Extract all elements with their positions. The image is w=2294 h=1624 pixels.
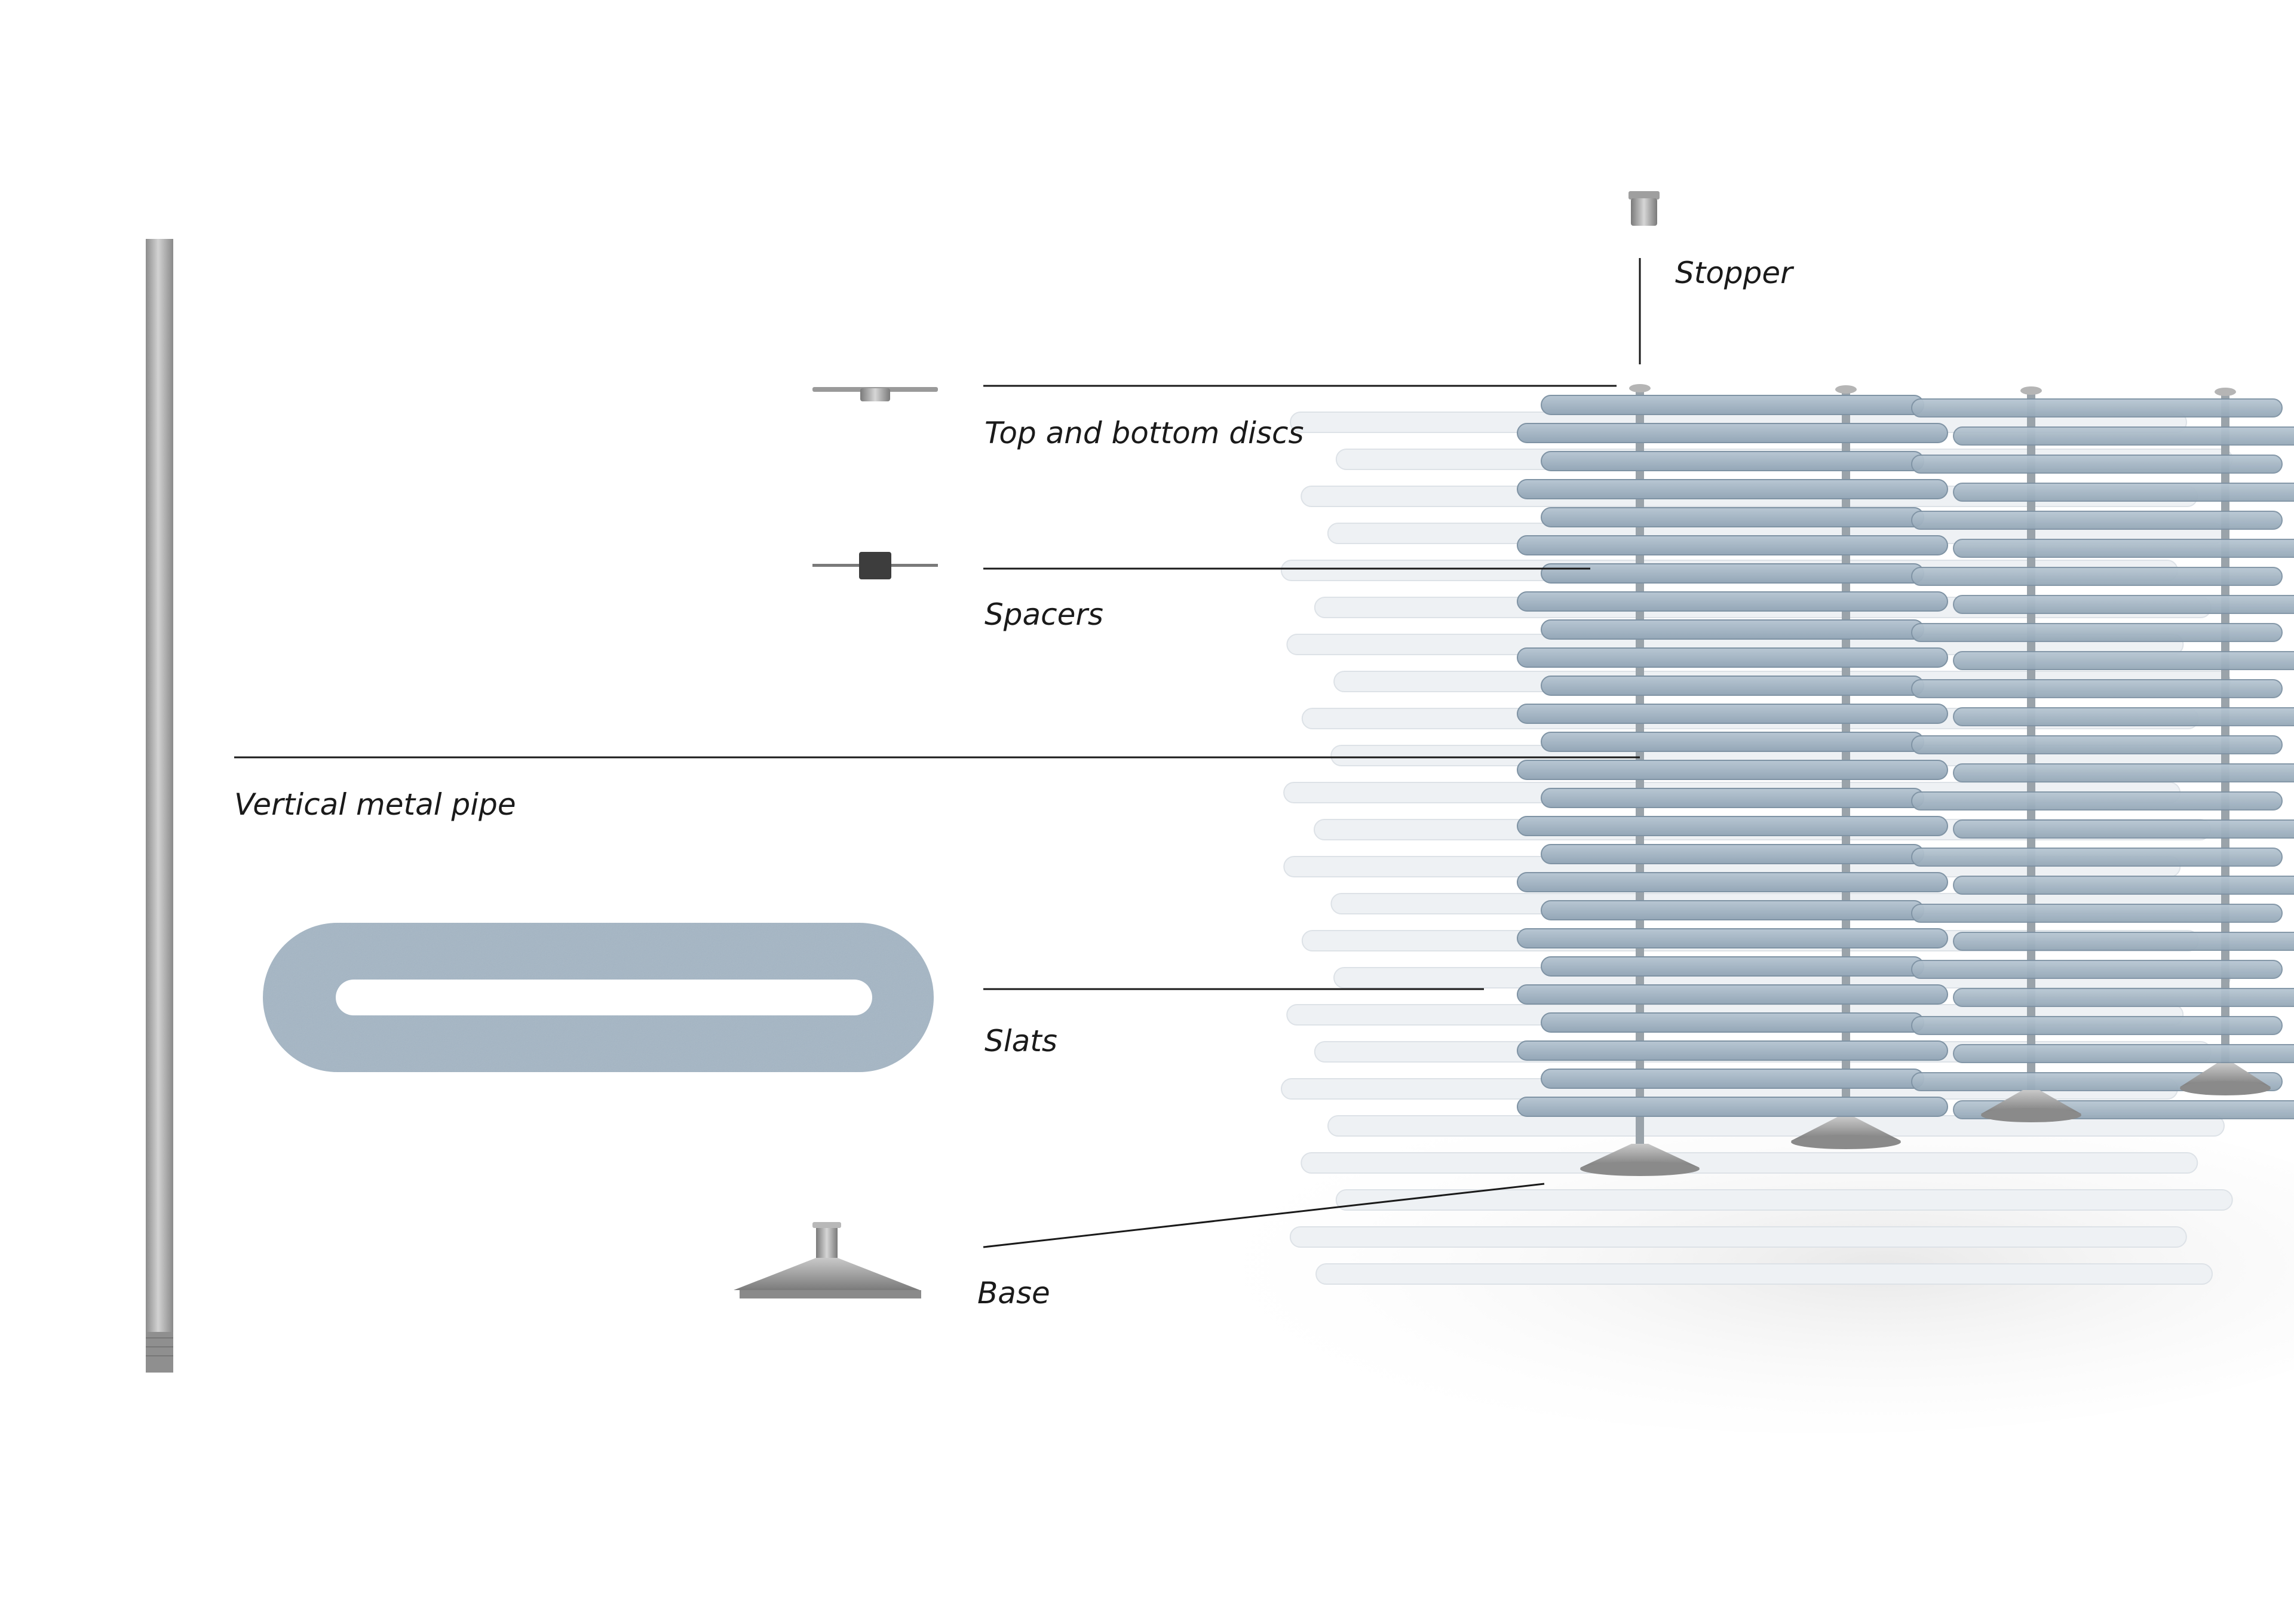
label-pipe: Vertical metal pipe (234, 787, 516, 822)
label-spacers: Spacers (985, 597, 1103, 632)
assembly-front-slat (1953, 595, 2294, 614)
assembly-front-slat (1541, 900, 1924, 920)
vertical-pipe-part (146, 239, 173, 1373)
base-leader-line (983, 1183, 1545, 1248)
label-stopper: Stopper (1675, 256, 1793, 290)
assembly-front-slat (1517, 647, 1948, 668)
assembly-front-slat (1517, 1097, 1948, 1117)
assembly-front-slat (1541, 676, 1924, 696)
assembly-front-slat (1517, 928, 1948, 948)
assembly-front-slat (1541, 451, 1924, 471)
assembly-front-slat (1953, 483, 2294, 502)
slat-part (263, 923, 934, 1072)
assembly-front-slat (1517, 760, 1948, 780)
leader-lines (234, 258, 1641, 1248)
assembly-pipe (2221, 392, 2229, 1072)
label-base: Base (977, 1276, 1050, 1310)
assembly-front-slat (1911, 1016, 2283, 1035)
assembly-disc-top (2020, 386, 2042, 395)
assembly-front-slat (1911, 904, 2283, 923)
assembly-base (2180, 1063, 2271, 1087)
spacer-part (812, 552, 938, 579)
assembly-front-slat (1541, 956, 1924, 977)
assembly-front-slat (1517, 816, 1948, 836)
assembly-front-slat (1541, 395, 1924, 415)
assembly-front-slat (1911, 623, 2283, 642)
assembly-front-slat (1953, 988, 2294, 1007)
assembly-front-slat (1953, 651, 2294, 670)
assembly-disc-top (1835, 385, 1857, 394)
assembly-front-slat (1541, 563, 1924, 584)
assembly-front-slat (1953, 1044, 2294, 1063)
assembly-front-slat (1911, 735, 2283, 754)
assembly-front-slat (1953, 876, 2294, 895)
assembly-front-slat (1517, 872, 1948, 892)
assembly-front-slat (1911, 567, 2283, 586)
assembly-front-slat (1517, 984, 1948, 1005)
assembly-front-slat (1541, 1012, 1924, 1033)
assembly-front-slat (1517, 423, 1948, 443)
assembly-front-slat (1953, 932, 2294, 951)
assembly-base (1580, 1144, 1700, 1168)
assembly-front-slat (1541, 1069, 1924, 1089)
assembly-front-slat (1517, 1040, 1948, 1061)
label-slats: Slats (985, 1024, 1057, 1058)
assembly-front-slat (1911, 791, 2283, 811)
assembly-base-rim (1580, 1162, 1700, 1176)
assembly-front-slat (1953, 539, 2294, 558)
assembly-front-slat (1911, 398, 2283, 417)
assembly-front-slat (1517, 479, 1948, 499)
base-part (734, 1222, 921, 1298)
assembly-back-slat (1335, 1189, 2233, 1211)
assembly-front-slat (1541, 507, 1924, 527)
assembly-base (1981, 1090, 2081, 1114)
assembly-front-slat (1911, 960, 2283, 979)
assembly-front-slat (1911, 511, 2283, 530)
assembled-screen (1280, 384, 2294, 1285)
assembly-front-slat (1517, 535, 1948, 555)
assembly-front-slat (1541, 619, 1924, 640)
assembly-back-slat (1315, 1263, 2213, 1285)
assembly-front-slat (1541, 732, 1924, 752)
assembly-front-slat (1953, 763, 2294, 782)
assembly-front-slat (1911, 679, 2283, 698)
assembly-disc-top (1629, 384, 1651, 392)
assembly-front-slat (1953, 426, 2294, 446)
assembly-front-slat (1911, 455, 2283, 474)
assembly-base-rim (1981, 1108, 2081, 1122)
assembly-front-slat (1541, 844, 1924, 864)
assembly-front-slat (1911, 848, 2283, 867)
assembly-disc-top (2215, 388, 2236, 396)
assembly-base (1791, 1117, 1901, 1141)
assembly-back-slat (1289, 1226, 2187, 1248)
assembly-front-slat (1517, 591, 1948, 612)
label-discs: Top and bottom discs (985, 416, 1304, 450)
assembly-base-rim (1791, 1135, 1901, 1149)
assembly-front-slat (1541, 788, 1924, 808)
assembly-base-rim (2180, 1081, 2271, 1095)
assembly-front-slat (1953, 819, 2294, 839)
assembly-front-slat (1517, 704, 1948, 724)
disc-part (812, 387, 938, 401)
assembly-front-slat (1953, 707, 2294, 726)
stopper-part (1629, 191, 1660, 226)
assembly-back-slat (1301, 1152, 2198, 1174)
